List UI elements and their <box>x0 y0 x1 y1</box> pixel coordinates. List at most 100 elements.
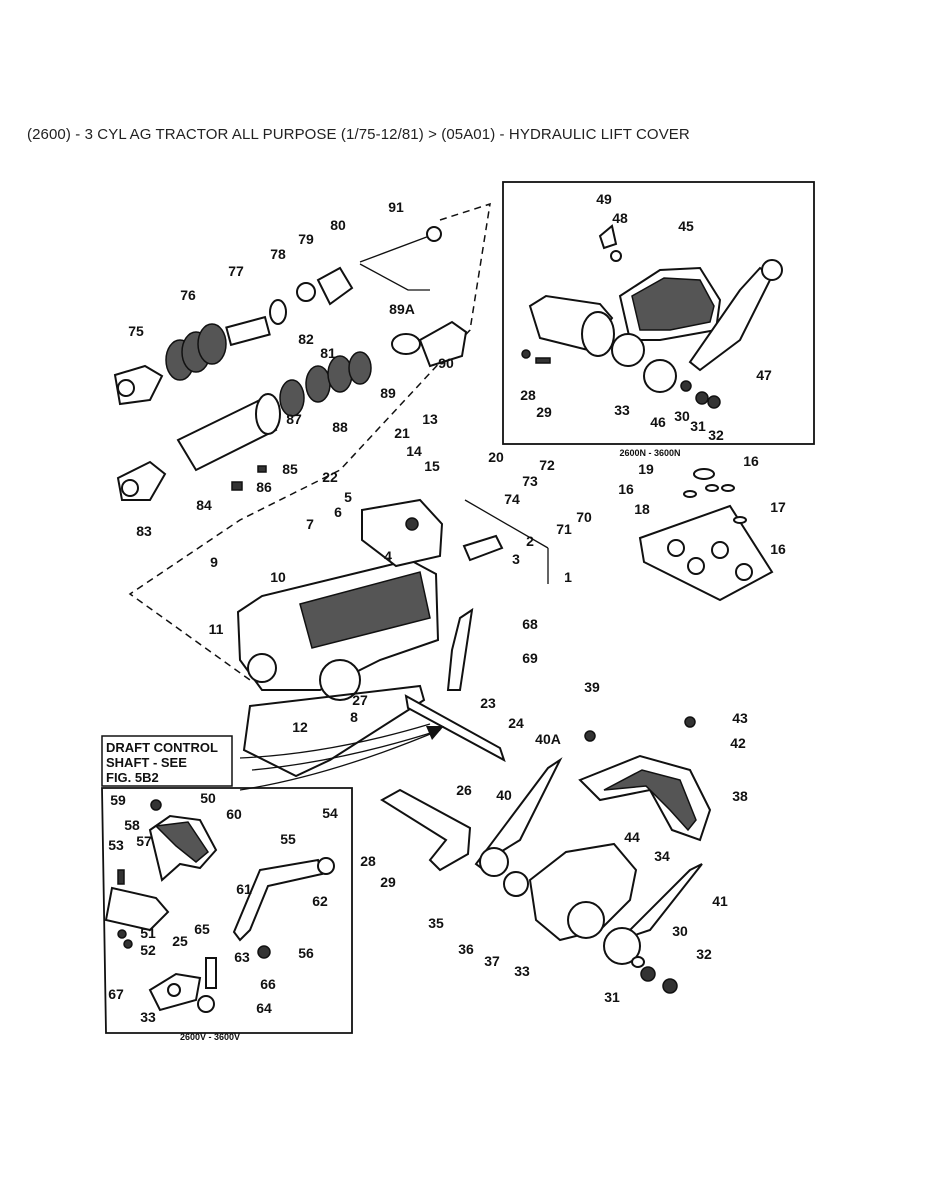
callout-21: 21 <box>394 425 410 441</box>
inset-2600n-parts <box>521 224 783 409</box>
callout-68: 68 <box>522 616 538 632</box>
callout-36: 36 <box>458 941 474 957</box>
callout-57: 57 <box>136 833 152 849</box>
callout-54: 54 <box>322 805 338 821</box>
callout-47: 47 <box>756 367 772 383</box>
callout-69: 69 <box>522 650 538 666</box>
callout-87: 87 <box>286 411 302 427</box>
callout-38: 38 <box>732 788 748 804</box>
lift-cover-housing <box>236 498 506 778</box>
draft-control-note-line2: SHAFT - SEE <box>106 755 187 770</box>
callout-8: 8 <box>350 709 358 725</box>
callout-12: 12 <box>292 719 308 735</box>
callout-39: 39 <box>584 679 600 695</box>
callout-6: 6 <box>334 504 342 520</box>
callout-23: 23 <box>480 695 496 711</box>
callout-65: 65 <box>194 921 210 937</box>
callout-74: 74 <box>504 491 520 507</box>
callout-45: 45 <box>678 218 694 234</box>
callout-7: 7 <box>306 516 314 532</box>
callout-34: 34 <box>654 848 670 864</box>
assembly-outline-lower <box>464 499 549 584</box>
callout-19: 19 <box>638 461 654 477</box>
callout-10: 10 <box>270 569 286 585</box>
callout-25: 25 <box>172 933 188 949</box>
callout-35: 35 <box>428 915 444 931</box>
callout-48: 48 <box>612 210 628 226</box>
arrow-head <box>426 726 444 740</box>
callout-16: 16 <box>770 541 786 557</box>
callout-32: 32 <box>696 946 712 962</box>
callout-50: 50 <box>200 790 216 806</box>
callout-16: 16 <box>618 481 634 497</box>
callout-89A: 89A <box>389 301 415 317</box>
callout-18: 18 <box>634 501 650 517</box>
callout-3: 3 <box>512 551 520 567</box>
callout-53: 53 <box>108 837 124 853</box>
callout-59: 59 <box>110 792 126 808</box>
callout-61: 61 <box>236 881 252 897</box>
callout-1: 1 <box>564 569 572 585</box>
page-title: (2600) - 3 CYL AG TRACTOR ALL PURPOSE (1… <box>27 126 690 143</box>
callout-26: 26 <box>456 782 472 798</box>
callout-17: 17 <box>770 499 786 515</box>
draft-control-note-box <box>101 735 233 787</box>
callout-88: 88 <box>332 419 348 435</box>
callout-79: 79 <box>298 231 314 247</box>
callout-11: 11 <box>209 621 224 637</box>
callout-41: 41 <box>712 893 728 909</box>
inset-caption-bottom-left: 2600V - 3600V <box>180 1032 240 1042</box>
callout-81: 81 <box>320 345 336 361</box>
callout-51: 51 <box>140 925 156 941</box>
callout-13: 13 <box>422 411 438 427</box>
callout-77: 77 <box>228 263 244 279</box>
callout-52: 52 <box>140 942 156 958</box>
callout-33: 33 <box>614 402 630 418</box>
callout-42: 42 <box>730 735 746 751</box>
callout-72: 72 <box>539 457 555 473</box>
callout-76: 76 <box>180 287 196 303</box>
callout-30: 30 <box>672 923 688 939</box>
callout-46: 46 <box>650 414 666 430</box>
callout-86: 86 <box>256 479 272 495</box>
callout-60: 60 <box>226 806 242 822</box>
callout-71: 71 <box>556 521 572 537</box>
callout-22: 22 <box>322 469 338 485</box>
inset-caption-top-right: 2600N - 3600N <box>619 448 680 458</box>
callout-16: 16 <box>743 453 759 469</box>
draft-control-note-line1: DRAFT CONTROL <box>106 740 218 755</box>
callout-56: 56 <box>298 945 314 961</box>
callout-14: 14 <box>406 443 422 459</box>
callout-5: 5 <box>344 489 352 505</box>
callout-29: 29 <box>380 874 396 890</box>
callout-66: 66 <box>260 976 276 992</box>
callout-15: 15 <box>424 458 440 474</box>
callout-29: 29 <box>536 404 552 420</box>
callout-49: 49 <box>596 191 612 207</box>
callout-2: 2 <box>526 533 534 549</box>
callout-20: 20 <box>488 449 504 465</box>
control-levers <box>380 716 712 994</box>
valve-plate-seals <box>638 468 774 602</box>
callout-58: 58 <box>124 817 140 833</box>
callout-63: 63 <box>234 949 250 965</box>
callout-85: 85 <box>282 461 298 477</box>
callout-84: 84 <box>196 497 212 513</box>
callout-33: 33 <box>140 1009 156 1025</box>
callout-31: 31 <box>690 418 706 434</box>
callout-64: 64 <box>256 1000 272 1016</box>
callout-73: 73 <box>522 473 538 489</box>
callout-40A: 40A <box>535 731 561 747</box>
callout-28: 28 <box>520 387 536 403</box>
callout-4: 4 <box>384 548 392 564</box>
arrow-draft-control <box>239 729 441 791</box>
callout-43: 43 <box>732 710 748 726</box>
callout-55: 55 <box>280 831 296 847</box>
callout-30: 30 <box>674 408 690 424</box>
callout-67: 67 <box>108 986 124 1002</box>
spring-shaft-assembly <box>113 226 468 501</box>
callout-75: 75 <box>128 323 144 339</box>
callout-62: 62 <box>312 893 328 909</box>
